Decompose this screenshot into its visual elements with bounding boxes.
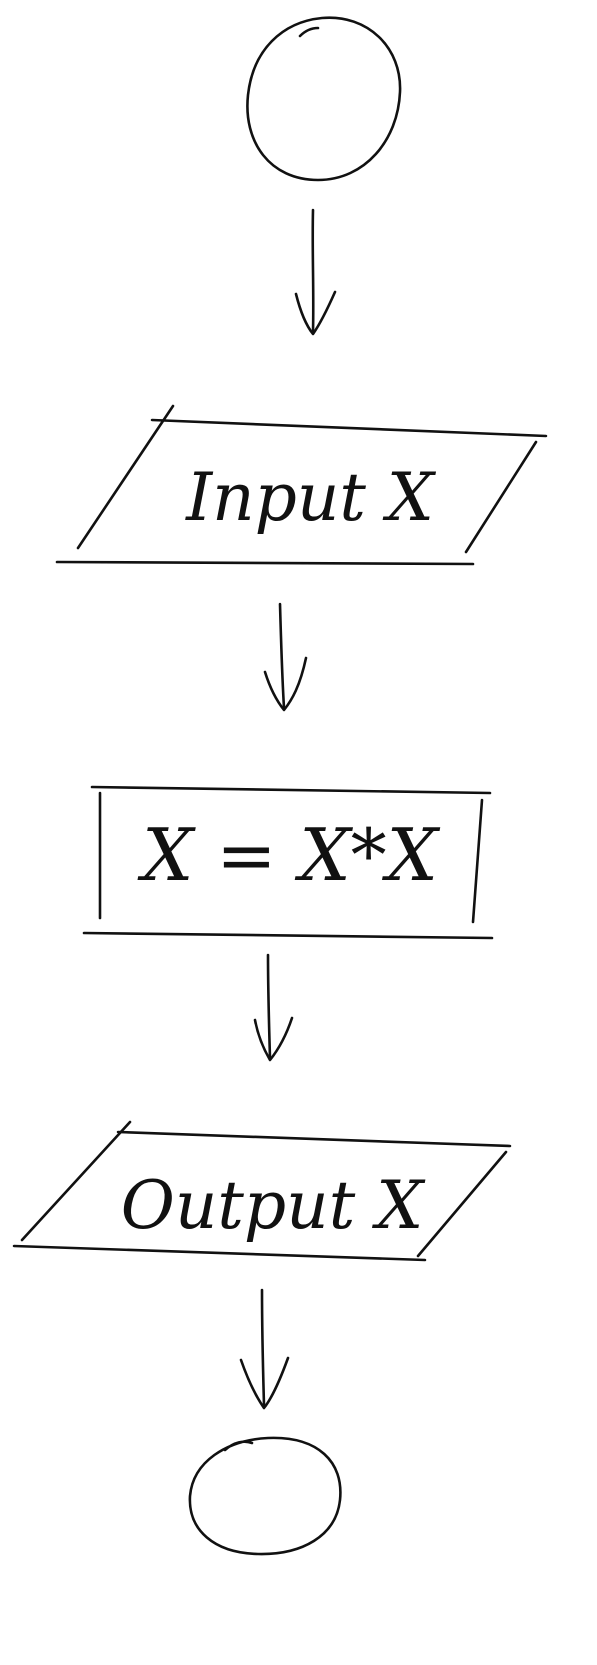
input-box: Input X [55, 404, 548, 566]
output-box: Output X [12, 1120, 512, 1262]
output-label: Output X [121, 1167, 426, 1244]
arrow-start-to-input [294, 208, 337, 336]
input-label: Input X [185, 459, 437, 536]
start-terminal [246, 16, 402, 182]
process-box: X = X*X [82, 785, 494, 940]
arrow-input-to-process [263, 602, 308, 712]
arrow-process-to-output [253, 953, 294, 1062]
arrow-output-to-end [239, 1288, 290, 1410]
process-label: X = X*X [137, 813, 441, 897]
end-terminal [188, 1436, 342, 1556]
